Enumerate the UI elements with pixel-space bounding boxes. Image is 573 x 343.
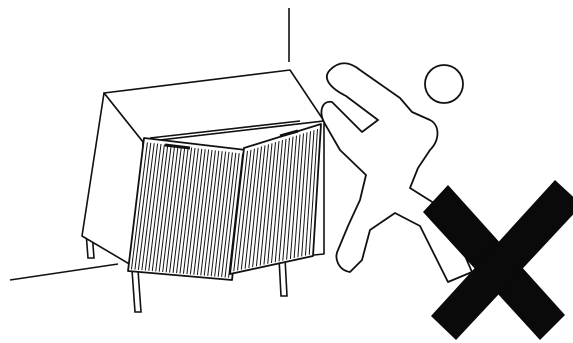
- right-door-slat: [237, 149, 252, 271]
- left-door-slat: [182, 148, 199, 274]
- right-door-slat: [293, 133, 304, 259]
- left-door-slats: [130, 142, 244, 278]
- right-door-slat: [308, 129, 318, 255]
- left-door-slat: [196, 149, 213, 276]
- left-door-slat: [221, 152, 237, 278]
- left-door-slat: [224, 153, 240, 278]
- left-door-slat: [189, 149, 206, 275]
- left-door-slat: [217, 152, 233, 277]
- right-door-slat: [259, 143, 273, 266]
- right-door-slat: [233, 150, 248, 272]
- front-left-leg: [131, 269, 142, 313]
- left-door-slat: [162, 145, 179, 273]
- left-door-slat: [148, 144, 165, 271]
- person-head: [424, 64, 464, 104]
- left-door-slat: [186, 148, 203, 275]
- left-door-slat: [141, 143, 159, 271]
- right-door-slat: [278, 137, 290, 262]
- cross-stroke-2: [431, 180, 573, 340]
- person-body: [320, 62, 473, 283]
- right-door-slat: [244, 147, 259, 269]
- right-door-slat: [267, 141, 280, 264]
- left-door-slat: [165, 146, 182, 273]
- right-door-slat: [274, 138, 287, 263]
- left-door-slat: [158, 145, 176, 272]
- person-figure: [320, 62, 473, 283]
- left-door-slat: [203, 150, 220, 276]
- left-door-slat: [193, 149, 210, 275]
- left-door-slat: [144, 143, 162, 271]
- right-door-handle: [279, 129, 299, 138]
- left-door-slat: [134, 142, 152, 270]
- interior-edge: [149, 120, 301, 139]
- left-door-slat: [210, 151, 227, 277]
- left-door-slat: [169, 146, 186, 273]
- left-door: [127, 137, 247, 281]
- left-door-slat: [172, 147, 189, 273]
- right-door-slat: [282, 136, 294, 261]
- right-door-slat: [240, 148, 255, 270]
- prohibition-cross: [423, 180, 573, 340]
- left-door-slat: [207, 151, 223, 276]
- right-door-slat: [252, 145, 266, 268]
- left-door-slat: [151, 144, 169, 272]
- left-door-slat: [155, 145, 172, 272]
- right-door-slat: [297, 132, 308, 258]
- left-door-slat: [214, 151, 230, 277]
- right-door-slat: [263, 142, 276, 265]
- right-door-slats: [233, 129, 318, 272]
- floor-wall-line: [9, 263, 119, 281]
- right-door-slat: [301, 131, 311, 257]
- right-door: [229, 123, 322, 275]
- room-corner: [9, 8, 290, 281]
- left-door-slat: [137, 143, 155, 270]
- left-door-slat: [200, 150, 216, 276]
- left-door-slat: [176, 147, 193, 274]
- right-door-slat: [271, 139, 283, 264]
- right-door-slat: [248, 146, 262, 268]
- right-door-slat: [255, 144, 269, 267]
- left-door-slat: [179, 147, 196, 274]
- right-door-slat: [289, 134, 301, 259]
- right-door-slat: [286, 135, 297, 260]
- right-door-slat: [304, 130, 315, 256]
- left-door-slat: [130, 142, 148, 270]
